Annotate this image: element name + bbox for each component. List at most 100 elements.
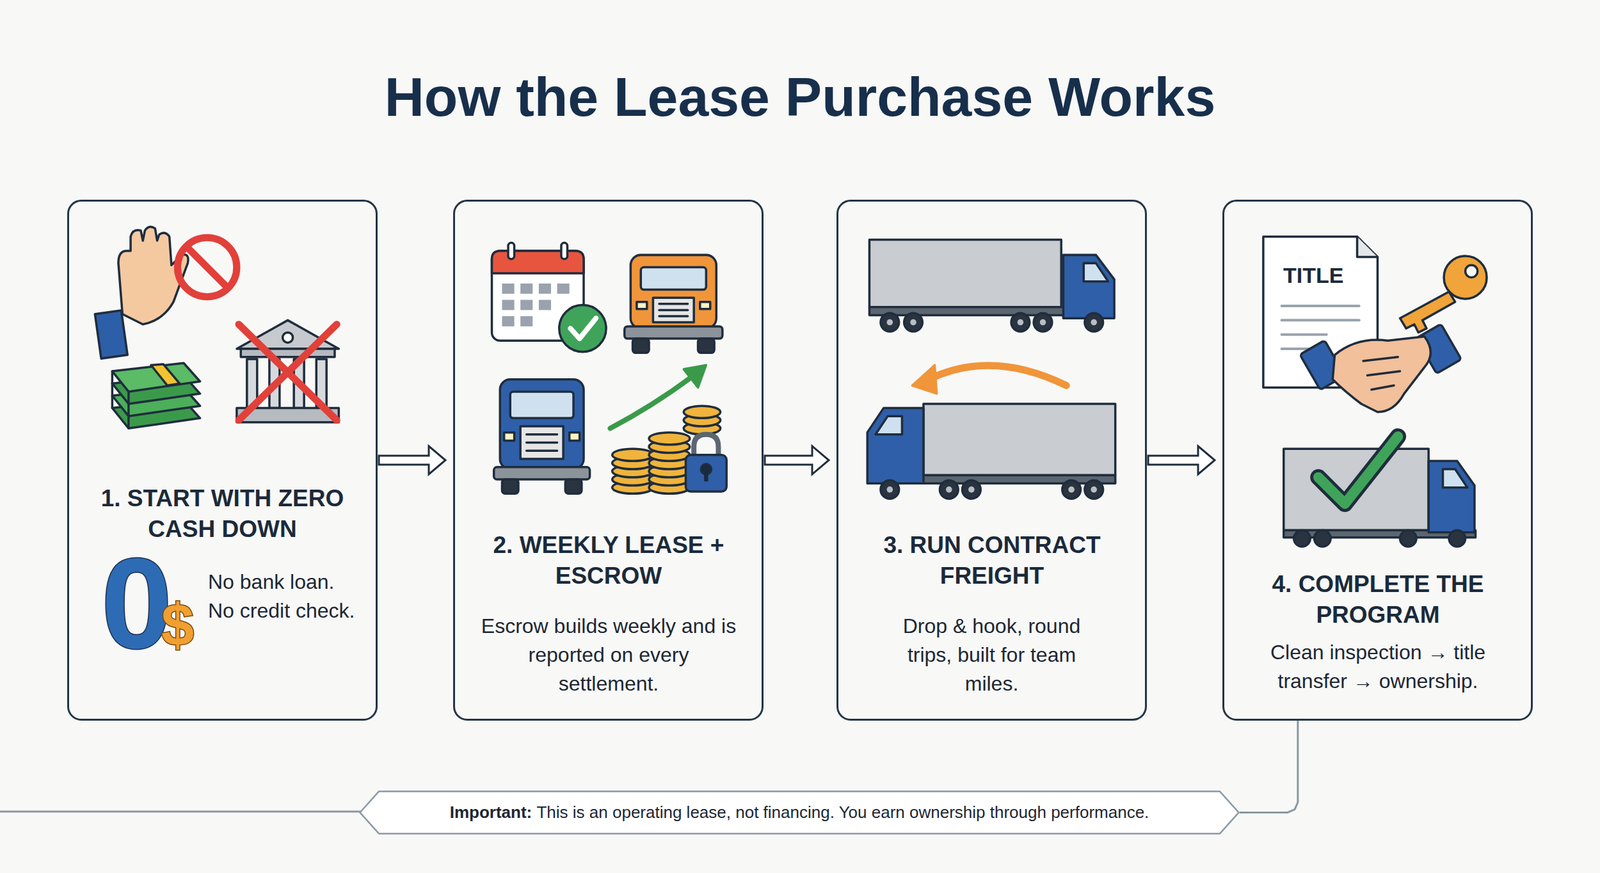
truck-right-icon-part-part xyxy=(910,319,917,326)
truck-left-icon-part-part xyxy=(939,480,959,500)
blue-truck-front-icon-part xyxy=(510,391,574,418)
truck-left-icon-part-part xyxy=(968,486,975,493)
orange-truck-front-icon-part xyxy=(659,309,688,312)
note-outline-path xyxy=(360,791,1240,834)
title-document-icon-part-part xyxy=(1281,333,1327,336)
calendar-check-icon-part-part xyxy=(520,283,533,294)
truck-left-icon-part-part xyxy=(1090,486,1097,493)
truck-left-icon-part-part xyxy=(880,480,900,500)
calendar-check-icon-part xyxy=(561,242,568,259)
money-stack-icon-part xyxy=(127,391,130,429)
calendar-check-icon-part xyxy=(559,304,607,352)
truck-right-icon-part-part xyxy=(887,319,894,326)
stop-hand-icon-part xyxy=(186,247,228,288)
step-description: No bank loan. No credit check. xyxy=(208,567,365,626)
truck-right-icon-part xyxy=(1083,263,1108,282)
truck-left-icon-part-part xyxy=(887,486,894,493)
blue-truck-front-icon-part xyxy=(526,433,558,436)
step-description: Escrow builds weekly and is reported on … xyxy=(476,611,741,698)
handshake-icon xyxy=(1299,323,1462,413)
truck-left-icon-part-part xyxy=(1068,486,1075,493)
dollar-glyph: $ xyxy=(161,595,194,655)
blue-truck-front-icon xyxy=(494,379,591,494)
calendar-check-icon-part-part xyxy=(520,316,533,327)
escrow-coins-icon-part-part xyxy=(612,448,654,461)
key-icon-part xyxy=(1400,291,1456,333)
note-text: This is an operating lease, not financin… xyxy=(536,802,1149,823)
blue-truck-front-icon-part xyxy=(520,426,564,459)
escrow-coins-icon xyxy=(609,364,727,494)
bank-crossed-icon-part xyxy=(282,332,294,343)
money-stack-icon-part xyxy=(151,364,180,386)
calendar-check-icon-part-part xyxy=(501,283,514,294)
truck-right-icon-part-part xyxy=(1011,312,1030,332)
bank-crossed-icon-part xyxy=(240,348,335,358)
truck-approved-icon-part xyxy=(1318,436,1398,504)
step-card: 3. RUN CONTRACT FREIGHTDrop & hook, roun… xyxy=(836,199,1147,721)
flow-arrow xyxy=(764,446,829,475)
document-title-label: TITLE xyxy=(1283,264,1344,287)
escrow-coins-icon-part xyxy=(693,434,719,457)
truck-approved-icon xyxy=(1283,436,1476,547)
truck-right-icon xyxy=(869,239,1115,331)
escrow-coins-icon-part-part xyxy=(683,405,720,418)
step-heading: 2. WEEKLY LEASE + ESCROW xyxy=(480,529,737,592)
truck-right-icon-part-part xyxy=(1040,319,1047,326)
truck-left-icon-part-part xyxy=(945,486,953,493)
orange-truck-front-icon xyxy=(624,254,723,353)
key-icon-part xyxy=(1443,256,1487,299)
truck-left-icon-part xyxy=(923,403,1116,476)
step-card: 4. COMPLETE THE PROGRAM Clean inspection … xyxy=(1222,199,1533,721)
orange-truck-front-icon-part xyxy=(700,302,711,310)
calendar-check-icon-part xyxy=(501,283,569,327)
note-leader-line xyxy=(0,810,365,813)
calendar-check-icon-part xyxy=(492,250,584,274)
title-document-icon-part-part xyxy=(1281,304,1360,308)
truck-right-icon-part-part xyxy=(904,312,923,332)
escrow-coins-icon-part xyxy=(683,364,706,388)
note-connector xyxy=(1239,720,1298,813)
truck-right-icon-part xyxy=(1063,254,1115,319)
money-stack-icon-part xyxy=(112,362,200,392)
truck-approved-icon-part xyxy=(1294,530,1466,547)
orange-truck-front-icon-part xyxy=(636,302,648,310)
return-arrow-icon xyxy=(912,364,1067,394)
blue-truck-front-icon-part xyxy=(526,441,558,445)
orange-truck-front-icon-part xyxy=(652,297,694,322)
step-card: 2. WEEKLY LEASE + ESCROW Escrow builds we… xyxy=(453,199,764,721)
bank-crossed-icon xyxy=(236,320,339,422)
truck-left-icon-part-part xyxy=(962,480,982,500)
stop-hand-icon-part xyxy=(177,237,237,297)
flow-arrow xyxy=(1148,446,1215,475)
diagram-title: How the Lease Purchase Works xyxy=(0,64,1600,130)
stop-hand-icon-part xyxy=(94,310,128,359)
truck-right-icon-part xyxy=(869,239,1062,307)
blue-truck-front-icon-part xyxy=(526,449,558,453)
money-stack-icon xyxy=(112,362,200,429)
orange-truck-front-icon-part xyxy=(630,254,717,329)
note-lead: Important: xyxy=(449,802,533,823)
bank-crossed-icon-part xyxy=(238,324,337,421)
escrow-coins-icon-part-part xyxy=(648,432,690,445)
orange-truck-front-icon-part xyxy=(659,314,688,318)
key-icon-part xyxy=(1465,264,1478,278)
truck-left-icon-part xyxy=(887,486,1097,493)
calendar-check-icon xyxy=(492,242,607,352)
bank-crossed-icon-part xyxy=(238,324,337,421)
truck-left-icon-part xyxy=(880,480,1104,500)
truck-approved-icon-part-part xyxy=(1314,530,1332,547)
blue-truck-front-icon-part xyxy=(569,432,580,441)
step-heading: 3. RUN CONTRACT FREIGHT xyxy=(854,529,1130,592)
handshake-icon-part xyxy=(1332,336,1431,413)
blue-truck-front-icon-part xyxy=(504,432,515,441)
calendar-check-icon-part-part xyxy=(538,299,552,310)
note-banner: Important:This is an operating lease, no… xyxy=(359,790,1240,835)
step-description: Clean inspection → title transfer → owne… xyxy=(1243,638,1513,696)
orange-truck-front-icon-part xyxy=(624,326,723,339)
truck-right-icon-part-part xyxy=(1084,312,1104,332)
truck-left-icon-part-part xyxy=(1084,480,1104,500)
step-heading: 4. COMPLETE THE PROGRAM xyxy=(1233,568,1522,631)
calendar-check-icon-part-part xyxy=(538,283,552,294)
